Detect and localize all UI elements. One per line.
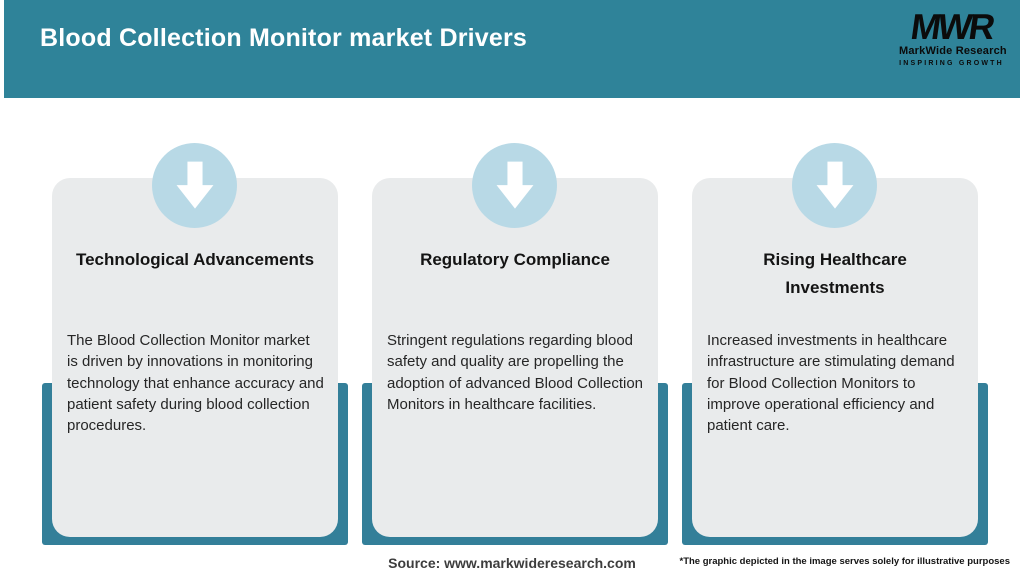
driver-card-rising-healthcare-investments: Rising Healthcare Investments Increased … — [692, 178, 978, 537]
down-arrow-circle-icon — [152, 143, 237, 228]
disclaimer-text: *The graphic depicted in the image serve… — [679, 556, 1011, 567]
down-arrow-circle-icon — [792, 143, 877, 228]
logo-tagline: INSPIRING GROWTH — [899, 60, 1004, 67]
card-body-text: Increased investments in healthcare infr… — [707, 332, 955, 435]
brand-logo: MWR MarkWide Research INSPIRING GROWTH — [899, 6, 1007, 67]
card-title: Rising Healthcare Investments — [702, 246, 968, 302]
driver-card-technological-advancements: Technological Advancements The Blood Col… — [52, 178, 338, 537]
header-bar: Blood Collection Monitor market Drivers … — [4, 0, 1020, 98]
driver-card-regulatory-compliance: Regulatory Compliance Stringent regulati… — [372, 178, 658, 537]
card-body-text: The Blood Collection Monitor market is d… — [67, 332, 324, 435]
logo-name: MarkWide Research — [899, 45, 1007, 57]
card-title-line-1: Rising Healthcare — [763, 250, 907, 269]
down-arrow-circle-icon — [472, 143, 557, 228]
source-text: Source: www.markwideresearch.com — [388, 555, 636, 571]
card-title-line-2: Investments — [785, 278, 885, 297]
card-body-text: Stringent regulations regarding blood sa… — [387, 332, 644, 413]
card-title: Regulatory Compliance — [382, 246, 648, 274]
down-arrow-icon — [496, 161, 533, 209]
logo-monogram: MWR — [908, 6, 995, 47]
card-title-line-1: Technological Advancements — [75, 250, 315, 269]
card-title: Technological Advancements — [62, 246, 328, 274]
page-title: Blood Collection Monitor market Drivers — [40, 24, 528, 52]
card-title-line-1: Regulatory Compliance — [420, 250, 610, 269]
down-arrow-icon — [176, 161, 213, 209]
down-arrow-icon — [816, 161, 853, 209]
